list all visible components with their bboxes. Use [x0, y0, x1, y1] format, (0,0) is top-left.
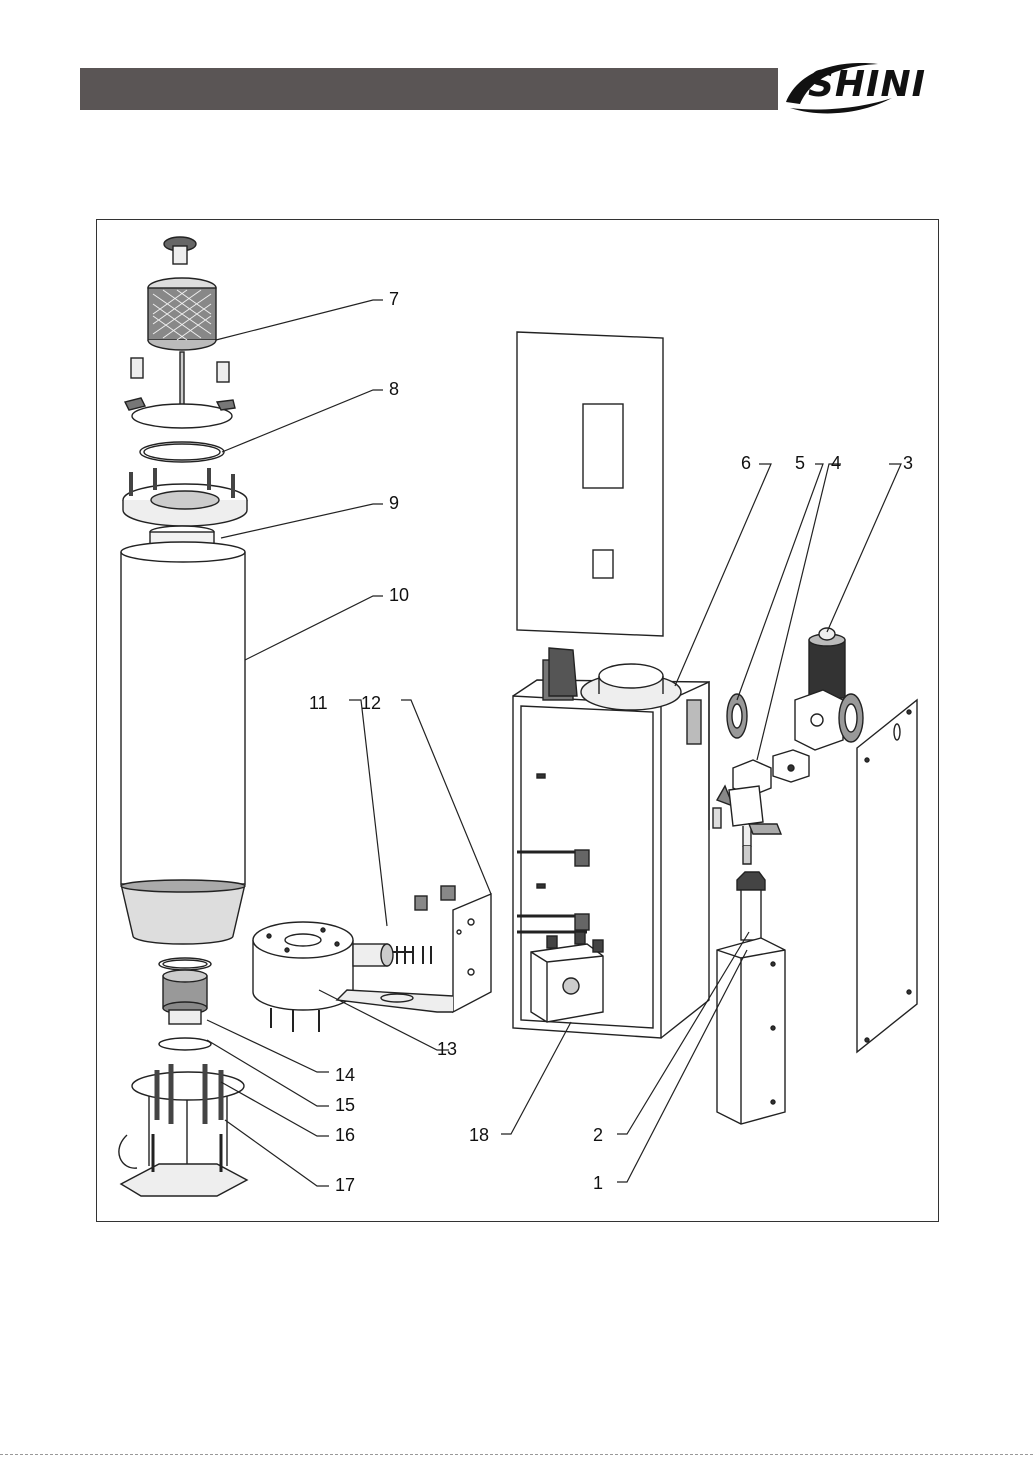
exploded-diagram	[97, 220, 940, 1223]
valve-assembly-part	[713, 628, 863, 864]
header-bar	[80, 68, 778, 110]
callout-16: 16	[335, 1126, 355, 1144]
filter-element-part	[148, 278, 216, 350]
callout-4: 4	[831, 454, 841, 472]
heater-part	[717, 872, 785, 1124]
callout-2: 2	[593, 1126, 603, 1144]
bracket-assembly-part	[253, 886, 491, 1032]
callout-12: 12	[361, 694, 381, 712]
callout-6: 6	[741, 454, 751, 472]
callout-7: 7	[389, 290, 399, 308]
exploded-view-figure: 7 8 9 10 11 12 13 14 15 16 17 18 2 1 6 5…	[96, 219, 939, 1222]
cabinet-frame-part	[513, 648, 747, 1038]
brand-logo: SHINI	[782, 50, 952, 120]
callout-11: 11	[309, 694, 328, 712]
callout-17: 17	[335, 1176, 355, 1194]
callout-10: 10	[389, 586, 409, 604]
callout-13: 13	[437, 1040, 457, 1058]
callout-9: 9	[389, 494, 399, 512]
page-bottom-rule	[0, 1454, 1033, 1455]
callout-1: 1	[593, 1174, 603, 1192]
callout-5: 5	[795, 454, 805, 472]
callout-3: 3	[903, 454, 913, 472]
callout-14: 14	[335, 1066, 355, 1084]
callout-8: 8	[389, 380, 399, 398]
callout-18: 18	[469, 1126, 489, 1144]
knob-part	[164, 237, 196, 264]
brand-name: SHINI	[808, 64, 926, 105]
callout-15: 15	[335, 1096, 355, 1114]
